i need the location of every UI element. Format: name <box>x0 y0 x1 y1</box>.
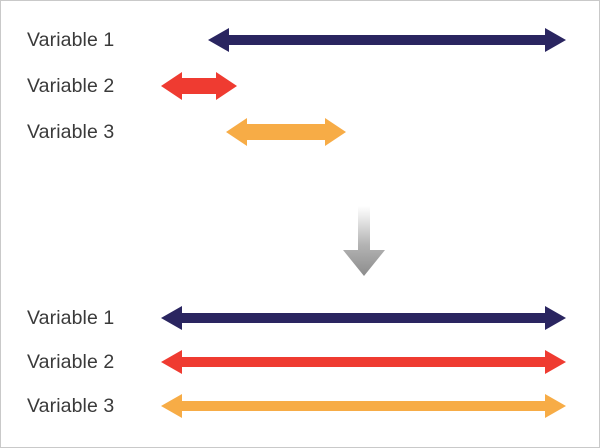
bottom-row-variable-1: Variable 1 <box>1 301 599 335</box>
bottom-row-variable-1-arrow <box>154 301 573 335</box>
top-row-variable-3-arrow <box>219 115 353 149</box>
top-row-variable-3: Variable 3 <box>1 115 599 149</box>
top-row-variable-2-label: Variable 2 <box>27 75 115 97</box>
bottom-row-variable-3-label: Variable 3 <box>27 395 115 417</box>
top-row-variable-1-label: Variable 1 <box>27 29 115 51</box>
bottom-row-variable-2: Variable 2 <box>1 345 599 379</box>
bottom-row-variable-3: Variable 3 <box>1 389 599 423</box>
before-scaling-section: Variable 1 Variable 2 Variable 3 <box>1 19 599 169</box>
bottom-row-variable-2-arrow <box>154 345 573 379</box>
bottom-row-variable-3-arrow <box>154 389 573 423</box>
top-row-variable-3-label: Variable 3 <box>27 121 115 143</box>
bottom-row-variable-1-label: Variable 1 <box>27 307 115 329</box>
transition-down-arrow <box>341 206 387 278</box>
after-scaling-section: Variable 1 Variable 2 Variable 3 <box>1 297 599 437</box>
top-row-variable-1: Variable 1 <box>1 23 599 57</box>
top-row-variable-2: Variable 2 <box>1 69 599 103</box>
down-arrow-icon <box>343 206 385 276</box>
top-row-variable-2-arrow <box>154 69 244 103</box>
top-row-variable-1-arrow <box>201 23 573 57</box>
bottom-row-variable-2-label: Variable 2 <box>27 351 115 373</box>
